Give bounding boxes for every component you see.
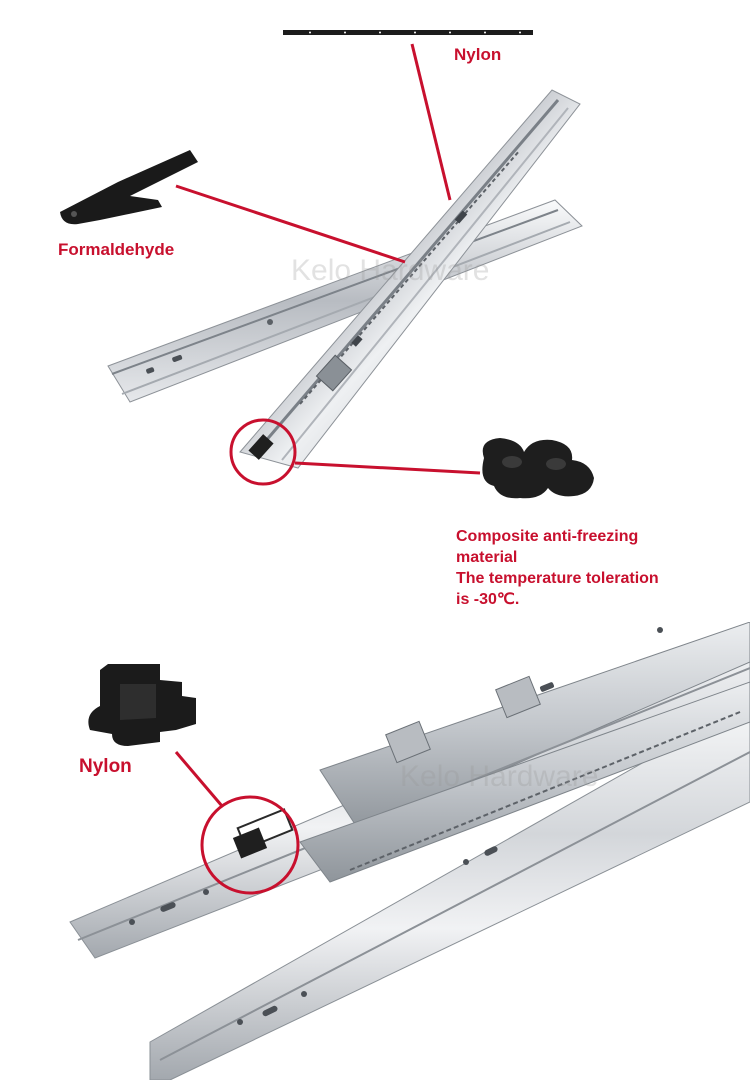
callout-circle [229,418,297,486]
drawer-slide-rail-front [239,89,581,469]
caption-line: is -30℃. [456,591,520,608]
top-product-panel: Kelo Hardware Nylon Formaldehyde Composi… [58,30,659,610]
leader-lines [175,43,481,475]
nylon-clip-icon [88,664,196,746]
bottom-product-illustration [69,622,750,1080]
nylon-strip-icon [283,30,533,35]
caption-line: material [456,549,518,566]
bottom-product-panel: Kelo Hardware Nylon [0,622,750,1080]
leader-line [174,751,224,807]
formaldehyde-clip-icon [60,150,198,225]
rubber-bumper-icon [482,438,594,499]
drawer-slide-rail-lower [149,681,750,1080]
watermark: Kelo Hardware [400,760,599,793]
nylon-label: Nylon [454,45,502,64]
formaldehyde-label: Formaldehyde [58,240,175,259]
top-product-illustration [60,30,594,499]
nylon-label: Nylon [79,756,132,777]
caption-line: The temperature toleration [456,570,659,587]
callout-circle [200,795,300,895]
composite-material-caption: Composite anti-freezing material The tem… [456,526,659,610]
caption-line: Composite anti-freezing [456,528,639,545]
watermark: Kelo Hardware [291,254,490,287]
